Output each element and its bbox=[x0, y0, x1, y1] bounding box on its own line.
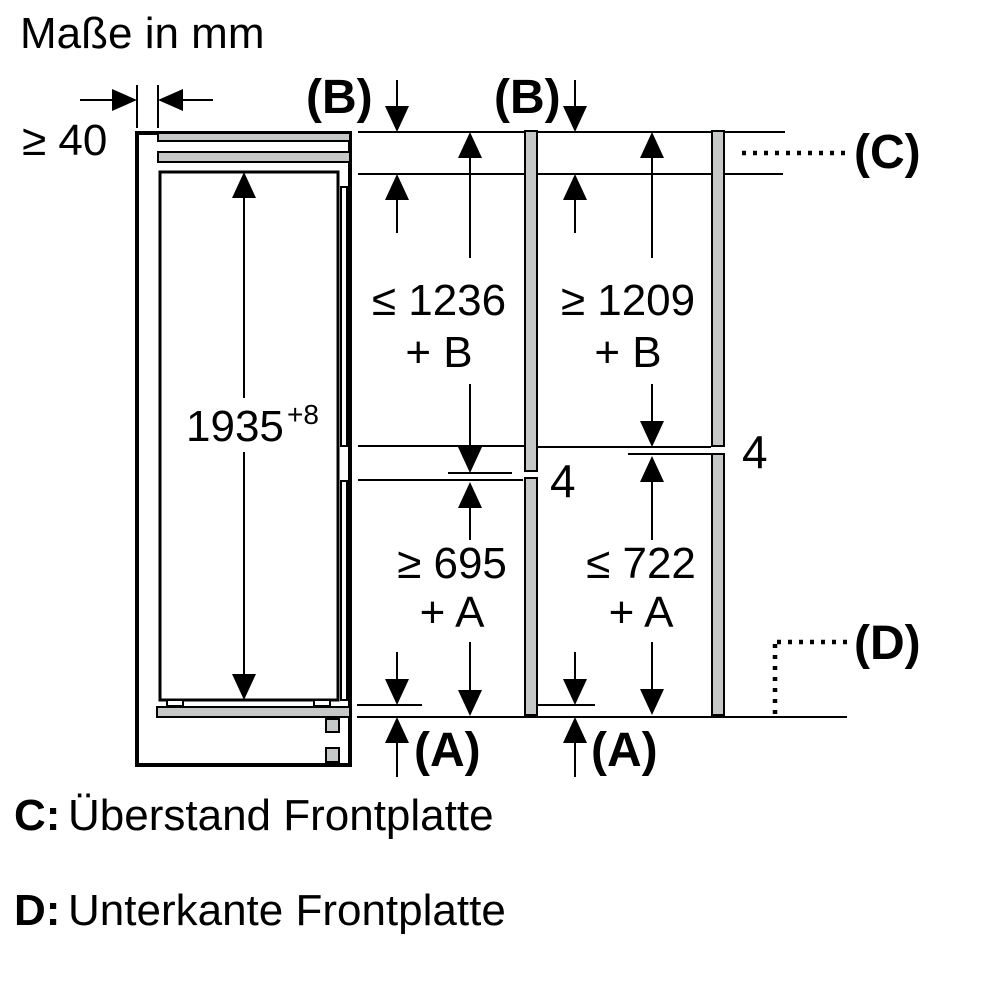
arrow-down-icon bbox=[232, 674, 256, 700]
hinge-block-lower bbox=[325, 747, 340, 763]
middle-partition-panel: 4 bbox=[524, 130, 576, 716]
rear-gap-dimension: ≥ 40 bbox=[22, 85, 213, 165]
arrow-down-icon bbox=[640, 689, 664, 715]
legend-d-key: D: bbox=[14, 886, 60, 935]
arrow-down-icon bbox=[458, 447, 482, 473]
niche-outline bbox=[158, 170, 340, 702]
callout-c: (C) bbox=[742, 126, 921, 179]
lower-left-value: ≥ 695 bbox=[397, 539, 507, 588]
arrow-up-icon bbox=[563, 717, 587, 743]
legend-c-key: C: bbox=[14, 791, 60, 840]
arrow-up-icon bbox=[458, 132, 482, 158]
arrow-left-icon bbox=[158, 89, 183, 111]
top-panel-strip-2 bbox=[157, 151, 351, 163]
upper-left-dimension: ≤ 1236 + B bbox=[372, 132, 506, 473]
niche-height-tolerance: +8 bbox=[287, 399, 319, 430]
rear-gap-value: ≥ 40 bbox=[22, 116, 107, 165]
joint-gap-left-value: 4 bbox=[550, 455, 576, 507]
niche-height-value: 1935 bbox=[186, 402, 284, 451]
lower-left-suffix: + A bbox=[420, 588, 485, 637]
right-joint-lines bbox=[537, 446, 711, 455]
middle-panel-lower bbox=[524, 477, 538, 716]
arrow-down-icon bbox=[385, 106, 409, 132]
upper-right-value: ≥ 1209 bbox=[561, 276, 695, 325]
right-panel-lower bbox=[711, 453, 725, 716]
top-panel-strip-1 bbox=[157, 132, 351, 142]
callout-b-right-label: (B) bbox=[494, 71, 561, 124]
arrow-up-icon bbox=[458, 482, 482, 508]
bottom-reference: (A) (A) bbox=[357, 652, 847, 777]
arrow-up-icon bbox=[385, 174, 409, 200]
callout-c-label: (C) bbox=[854, 126, 921, 179]
arrow-down-icon bbox=[563, 679, 587, 705]
middle-panel-upper bbox=[524, 130, 538, 472]
left-joint-lines bbox=[358, 445, 524, 481]
callout-b-left-label: (B) bbox=[306, 71, 373, 124]
arrow-down-icon bbox=[385, 679, 409, 705]
arrow-up-icon bbox=[640, 456, 664, 482]
arrow-down-icon bbox=[640, 421, 664, 447]
upper-right-suffix: + B bbox=[594, 328, 661, 377]
door-strip-lower bbox=[340, 480, 348, 701]
callout-a-right-label: (A) bbox=[591, 724, 658, 777]
appliance-foot-right bbox=[313, 699, 331, 707]
lower-right-dimension: ≤ 722 + A bbox=[586, 456, 696, 715]
lower-right-value: ≤ 722 bbox=[586, 539, 696, 588]
page-title: Maße in mm bbox=[20, 9, 264, 58]
legend-c-label: Überstand Frontplatte bbox=[68, 791, 494, 840]
callout-a-left-label: (A) bbox=[414, 724, 481, 777]
door-strip-upper bbox=[340, 186, 348, 447]
upper-right-dimension: ≥ 1209 + B bbox=[561, 132, 695, 447]
niche-height-dimension: 1935 +8 bbox=[186, 172, 319, 700]
legend-d-label: Unterkante Frontplatte bbox=[68, 886, 506, 935]
right-partition-panel: 4 bbox=[711, 130, 768, 716]
callout-b-left: (B) bbox=[306, 71, 409, 233]
callout-b-right: (B) bbox=[494, 71, 587, 233]
arrow-down-icon bbox=[458, 690, 482, 716]
right-panel-upper bbox=[711, 130, 725, 447]
joint-gap-right-value: 4 bbox=[742, 426, 768, 478]
bottom-panel-strip bbox=[156, 706, 351, 718]
arrow-up-icon bbox=[232, 172, 256, 198]
legend: C: Überstand Frontplatte D: Unterkante F… bbox=[14, 791, 506, 935]
hinge-block-upper bbox=[325, 718, 340, 733]
arrow-right-icon bbox=[112, 89, 137, 111]
lower-right-suffix: + A bbox=[609, 588, 674, 637]
arrow-up-icon bbox=[563, 174, 587, 200]
arrow-up-icon bbox=[640, 132, 664, 158]
upper-left-value: ≤ 1236 bbox=[372, 276, 506, 325]
callout-d: (D) bbox=[772, 617, 921, 714]
appliance-foot-left bbox=[166, 699, 184, 707]
arrow-down-icon bbox=[563, 106, 587, 132]
upper-left-suffix: + B bbox=[405, 328, 472, 377]
callout-d-label: (D) bbox=[854, 617, 921, 670]
arrow-up-icon bbox=[385, 717, 409, 743]
lower-left-dimension: ≥ 695 + A bbox=[397, 482, 507, 716]
